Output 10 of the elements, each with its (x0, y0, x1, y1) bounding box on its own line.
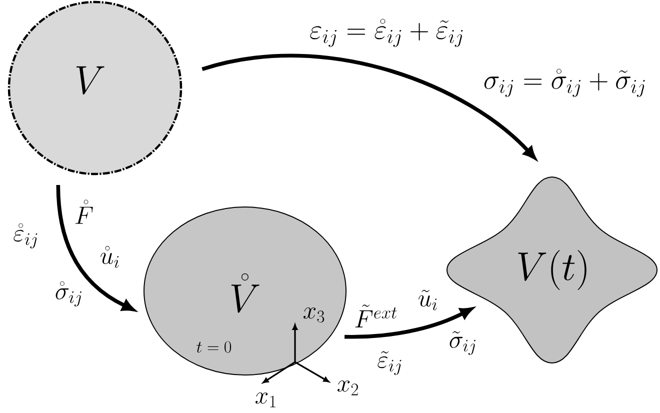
symbol-label: $\tilde{\sigma}_{ij}$ (450, 331, 476, 355)
symbol-label: $\tilde{\varepsilon}_{ij}$ (378, 351, 402, 375)
formula-label: $\sigma_{ij} = \mathring{\sigma}_{ij} + \tilde{\sigma}_{ij}$ (484, 68, 645, 97)
axis-label: $x_3$ (304, 307, 324, 323)
axis-label: $x_2$ (338, 380, 358, 396)
axis-label: $x_1$ (256, 392, 276, 408)
symbol-label: $\tilde{u}_i$ (418, 290, 437, 310)
symbol-label: $\mathring{\varepsilon}_{ij}$ (14, 223, 38, 248)
curved-arrow (202, 54, 536, 160)
formula-label: $\varepsilon_{ij} = \mathring{\varepsilon}_{ij} + \tilde{\varepsilon}_{ij}$ (310, 18, 463, 47)
